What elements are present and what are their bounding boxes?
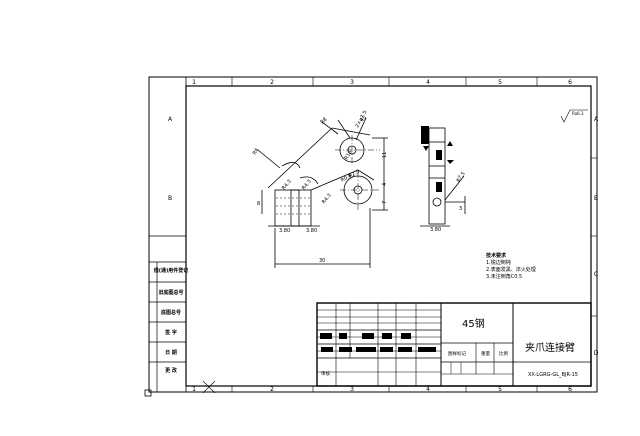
bottom-col-label-4: 4 [426,386,430,393]
dim-r43c: R4.3 [321,193,333,206]
left-strip-label-1: 旧底图总号 [158,289,183,296]
row-label-left-B: B [168,195,172,202]
bottom-col-label-3: 3 [350,386,354,393]
left-strip-label-0: 借(通)用件登记 [153,267,189,274]
col-label-2: 2 [270,79,274,86]
dim-r15: R15 [344,149,354,161]
bottom-col-label-6: 6 [568,386,572,393]
notes-line-3: 3.未注倒角C0.5 [486,273,522,280]
title-block [316,302,592,387]
left-strip-label-3: 签 字 [164,329,177,336]
dim-30: 30 [319,258,325,264]
dim-side-phi: φ7.5 [455,171,467,183]
col-label-3: 3 [350,79,354,86]
row-label-right-A: A [594,116,599,123]
notes-line-2: 2.表面发黑、淬火处理 [486,266,536,273]
drawing-number: XX-LGRG-GL_BJR-15 [528,372,578,378]
main-view [257,117,388,268]
notes-line-1: 1.锐边倒钝 [486,259,511,266]
dim-side-380: 3.80 [430,227,441,233]
notes-title: 技术要求 [486,252,507,259]
corner-mark [144,389,152,397]
left-strip-label-4: 日 期 [165,349,177,356]
roughness-symbol [560,109,588,123]
scale-label: 比例 [499,350,508,357]
col-label-6: 6 [568,79,572,86]
bottom-col-label-5: 5 [498,386,502,393]
side-view-marks [421,126,454,192]
row-label-left-A: A [168,116,173,123]
title-block-filled-cells [320,333,436,352]
part-name: 夹爪连接臂 [525,341,575,354]
material-label: 45钢 [462,317,485,330]
dim-angle: 45 [359,115,368,124]
left-strip-label-2: 底图总号 [160,309,181,316]
review-label: 审核 [321,370,330,377]
dim-right-7: 7 [382,201,388,204]
roughness-label: Ra6.3 [572,111,584,116]
bottom-col-label-2: 2 [270,386,274,393]
row-label-right-C: C [594,271,598,278]
stage-label: 图样标记 [448,350,466,357]
bottom-col-label-1: 1 [192,386,196,393]
weight-label: 重量 [481,350,490,357]
outer-frame [148,76,598,393]
col-label-5: 5 [498,79,502,86]
dim-r6: R6 [252,147,261,156]
row-label-right-D: D [594,350,599,357]
col-label-4: 4 [426,79,430,86]
dim-r8: R8 [319,117,328,126]
dim-side-3: 3 [459,206,462,212]
dim-right-11: 11 [382,152,388,158]
dim-right-4: 4 [382,183,388,186]
side-view [420,127,466,227]
top-zone-ticks [231,77,538,392]
dim-r43b: R4.3 [301,179,313,192]
left-strip-label-5: 更 改 [165,367,178,374]
left-strip-table [149,235,186,392]
col-label-1: 1 [192,79,196,86]
dim-r25: R2.5 [348,169,361,180]
dim-width-a: 3.80 [279,228,290,234]
dim-width-b: 3.80 [306,228,317,234]
dim-r08: R0.8 [340,173,353,184]
x-mark [202,380,216,394]
dim-r43a: R4.3 [281,179,293,192]
row-label-right-B: B [594,195,598,202]
dim-left-8: 8 [257,201,260,207]
